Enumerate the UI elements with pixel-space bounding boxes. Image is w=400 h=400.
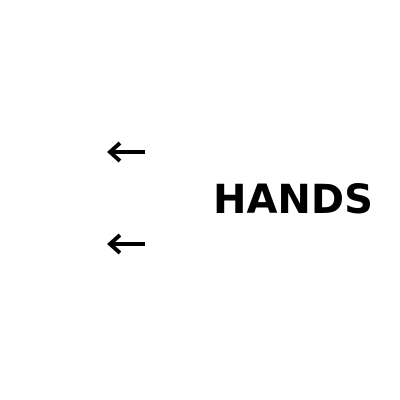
left-arrow-icon [106, 233, 148, 255]
word-label: HANDS [213, 177, 373, 223]
left-arrow-icon [106, 141, 148, 163]
